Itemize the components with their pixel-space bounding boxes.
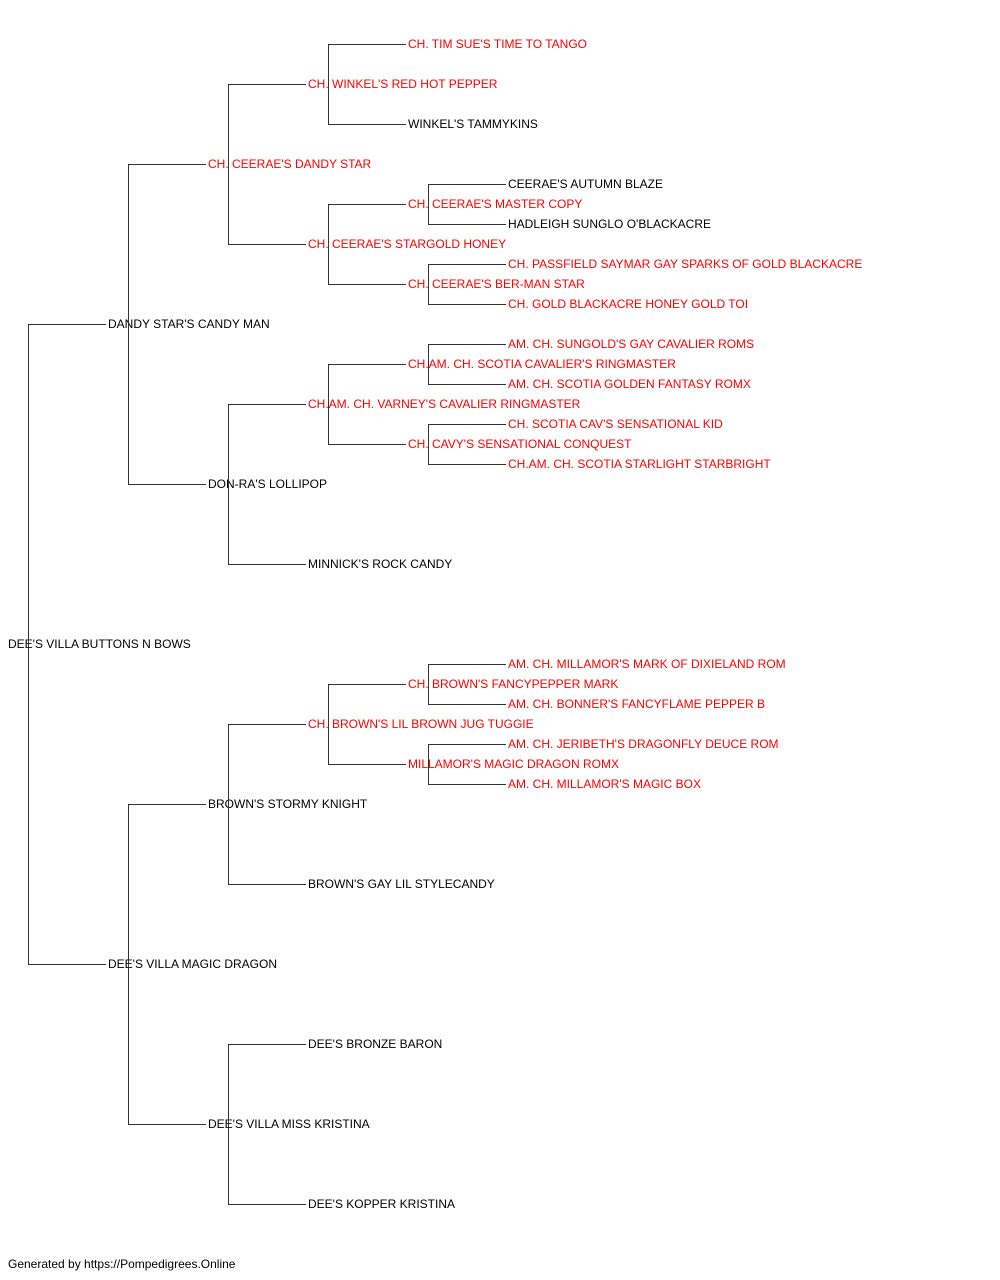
connector-line	[128, 804, 129, 1125]
dog-name: CH. GOLD BLACKACRE HONEY GOLD TOI	[507, 296, 750, 312]
connector-line	[428, 384, 506, 385]
connector-line	[428, 264, 429, 305]
connector-line	[328, 44, 406, 45]
connector-line	[28, 964, 106, 965]
connector-line	[328, 44, 329, 125]
connector-line	[328, 364, 329, 445]
connector-line	[428, 184, 506, 185]
dog-name: CH. BROWN'S FANCYPEPPER MARK	[407, 676, 620, 692]
connector-line	[128, 164, 206, 165]
dog-name: AM. CH. SCOTIA GOLDEN FANTASY ROMX	[507, 376, 752, 392]
dog-name: DON-RA'S LOLLIPOP	[207, 476, 328, 492]
connector-line	[428, 784, 506, 785]
dog-name: MINNICK'S ROCK CANDY	[307, 556, 454, 572]
connector-line	[428, 344, 506, 345]
dog-name: CH. CEERAE'S BER-MAN STAR	[407, 276, 586, 292]
dog-name: DEE'S KOPPER KRISTINA	[307, 1196, 456, 1212]
dog-name: AM. CH. JERIBETH'S DRAGONFLY DEUCE ROM	[507, 736, 780, 752]
dog-name: CH.AM. CH. SCOTIA STARLIGHT STARBRIGHT	[507, 456, 772, 472]
connector-line	[128, 804, 206, 805]
connector-line	[328, 364, 406, 365]
connector-line	[328, 444, 406, 445]
connector-line	[328, 284, 406, 285]
connector-line	[328, 684, 329, 765]
dog-name: CH. BROWN'S LIL BROWN JUG TUGGIE	[307, 716, 535, 732]
connector-line	[228, 1044, 229, 1205]
dog-name: CEERAE'S AUTUMN BLAZE	[507, 176, 664, 192]
connector-line	[328, 764, 406, 765]
connector-line	[28, 324, 29, 965]
dog-name: DEE'S BRONZE BARON	[307, 1036, 444, 1052]
connector-line	[428, 464, 506, 465]
connector-line	[228, 84, 306, 85]
dog-name: AM. CH. SUNGOLD'S GAY CAVALIER ROMS	[507, 336, 756, 352]
connector-line	[328, 204, 329, 285]
connector-line	[128, 1124, 206, 1125]
connector-line	[428, 664, 429, 705]
dog-name: CH. PASSFIELD SAYMAR GAY SPARKS OF GOLD …	[507, 256, 864, 272]
dog-name: CH. CAVY'S SENSATIONAL CONQUEST	[407, 436, 633, 452]
dog-name: BROWN'S STORMY KNIGHT	[207, 796, 369, 812]
dog-name: DEE'S VILLA MAGIC DRAGON	[107, 956, 279, 972]
dog-name: CH.AM. CH. SCOTIA CAVALIER'S RINGMASTER	[407, 356, 677, 372]
dog-name: BROWN'S GAY LIL STYLECANDY	[307, 876, 496, 892]
connector-line	[428, 424, 429, 465]
connector-line	[128, 164, 129, 485]
connector-line	[228, 244, 306, 245]
connector-line	[428, 744, 429, 785]
dog-name: DEE'S VILLA MISS KRISTINA	[207, 1116, 371, 1132]
connector-line	[428, 224, 506, 225]
dog-name: CH. CEERAE'S STARGOLD HONEY	[307, 236, 508, 252]
dog-name: AM. CH. BONNER'S FANCYFLAME PEPPER B	[507, 696, 767, 712]
dog-name: CH.AM. CH. VARNEY'S CAVALIER RINGMASTER	[307, 396, 582, 412]
connector-line	[328, 684, 406, 685]
connector-line	[28, 324, 106, 325]
connector-line	[428, 704, 506, 705]
dog-name: AM. CH. MILLAMOR'S MAGIC BOX	[507, 776, 702, 792]
connector-line	[228, 84, 229, 245]
connector-line	[428, 424, 506, 425]
dog-name: HADLEIGH SUNGLO O'BLACKACRE	[507, 216, 713, 232]
connector-line	[228, 1044, 306, 1045]
connector-line	[328, 204, 406, 205]
connector-line	[128, 484, 206, 485]
connector-line	[428, 304, 506, 305]
dog-name: MILLAMOR'S MAGIC DRAGON ROMX	[407, 756, 620, 772]
connector-line	[228, 884, 306, 885]
connector-line	[428, 664, 506, 665]
dog-name: CH. WINKEL'S RED HOT PEPPER	[307, 76, 499, 92]
footer-credit: Generated by https://Pompedigrees.Online	[8, 1257, 236, 1271]
connector-line	[228, 404, 306, 405]
dog-name: DEE'S VILLA BUTTONS N BOWS	[7, 636, 192, 652]
connector-line	[228, 564, 306, 565]
connector-line	[328, 124, 406, 125]
dog-name: CH. CEERAE'S MASTER COPY	[407, 196, 584, 212]
connector-line	[428, 264, 506, 265]
connector-line	[228, 724, 306, 725]
dog-name: DANDY STAR'S CANDY MAN	[107, 316, 271, 332]
dog-name: CH. CEERAE'S DANDY STAR	[207, 156, 373, 172]
connector-line	[228, 404, 229, 565]
connector-line	[428, 744, 506, 745]
connector-line	[228, 724, 229, 885]
connector-line	[228, 1204, 306, 1205]
dog-name: CH. TIM SUE'S TIME TO TANGO	[407, 36, 588, 52]
connector-line	[428, 344, 429, 385]
dog-name: WINKEL'S TAMMYKINS	[407, 116, 539, 132]
dog-name: AM. CH. MILLAMOR'S MARK OF DIXIELAND ROM	[507, 656, 787, 672]
dog-name: CH. SCOTIA CAV'S SENSATIONAL KID	[507, 416, 724, 432]
connector-line	[428, 184, 429, 225]
